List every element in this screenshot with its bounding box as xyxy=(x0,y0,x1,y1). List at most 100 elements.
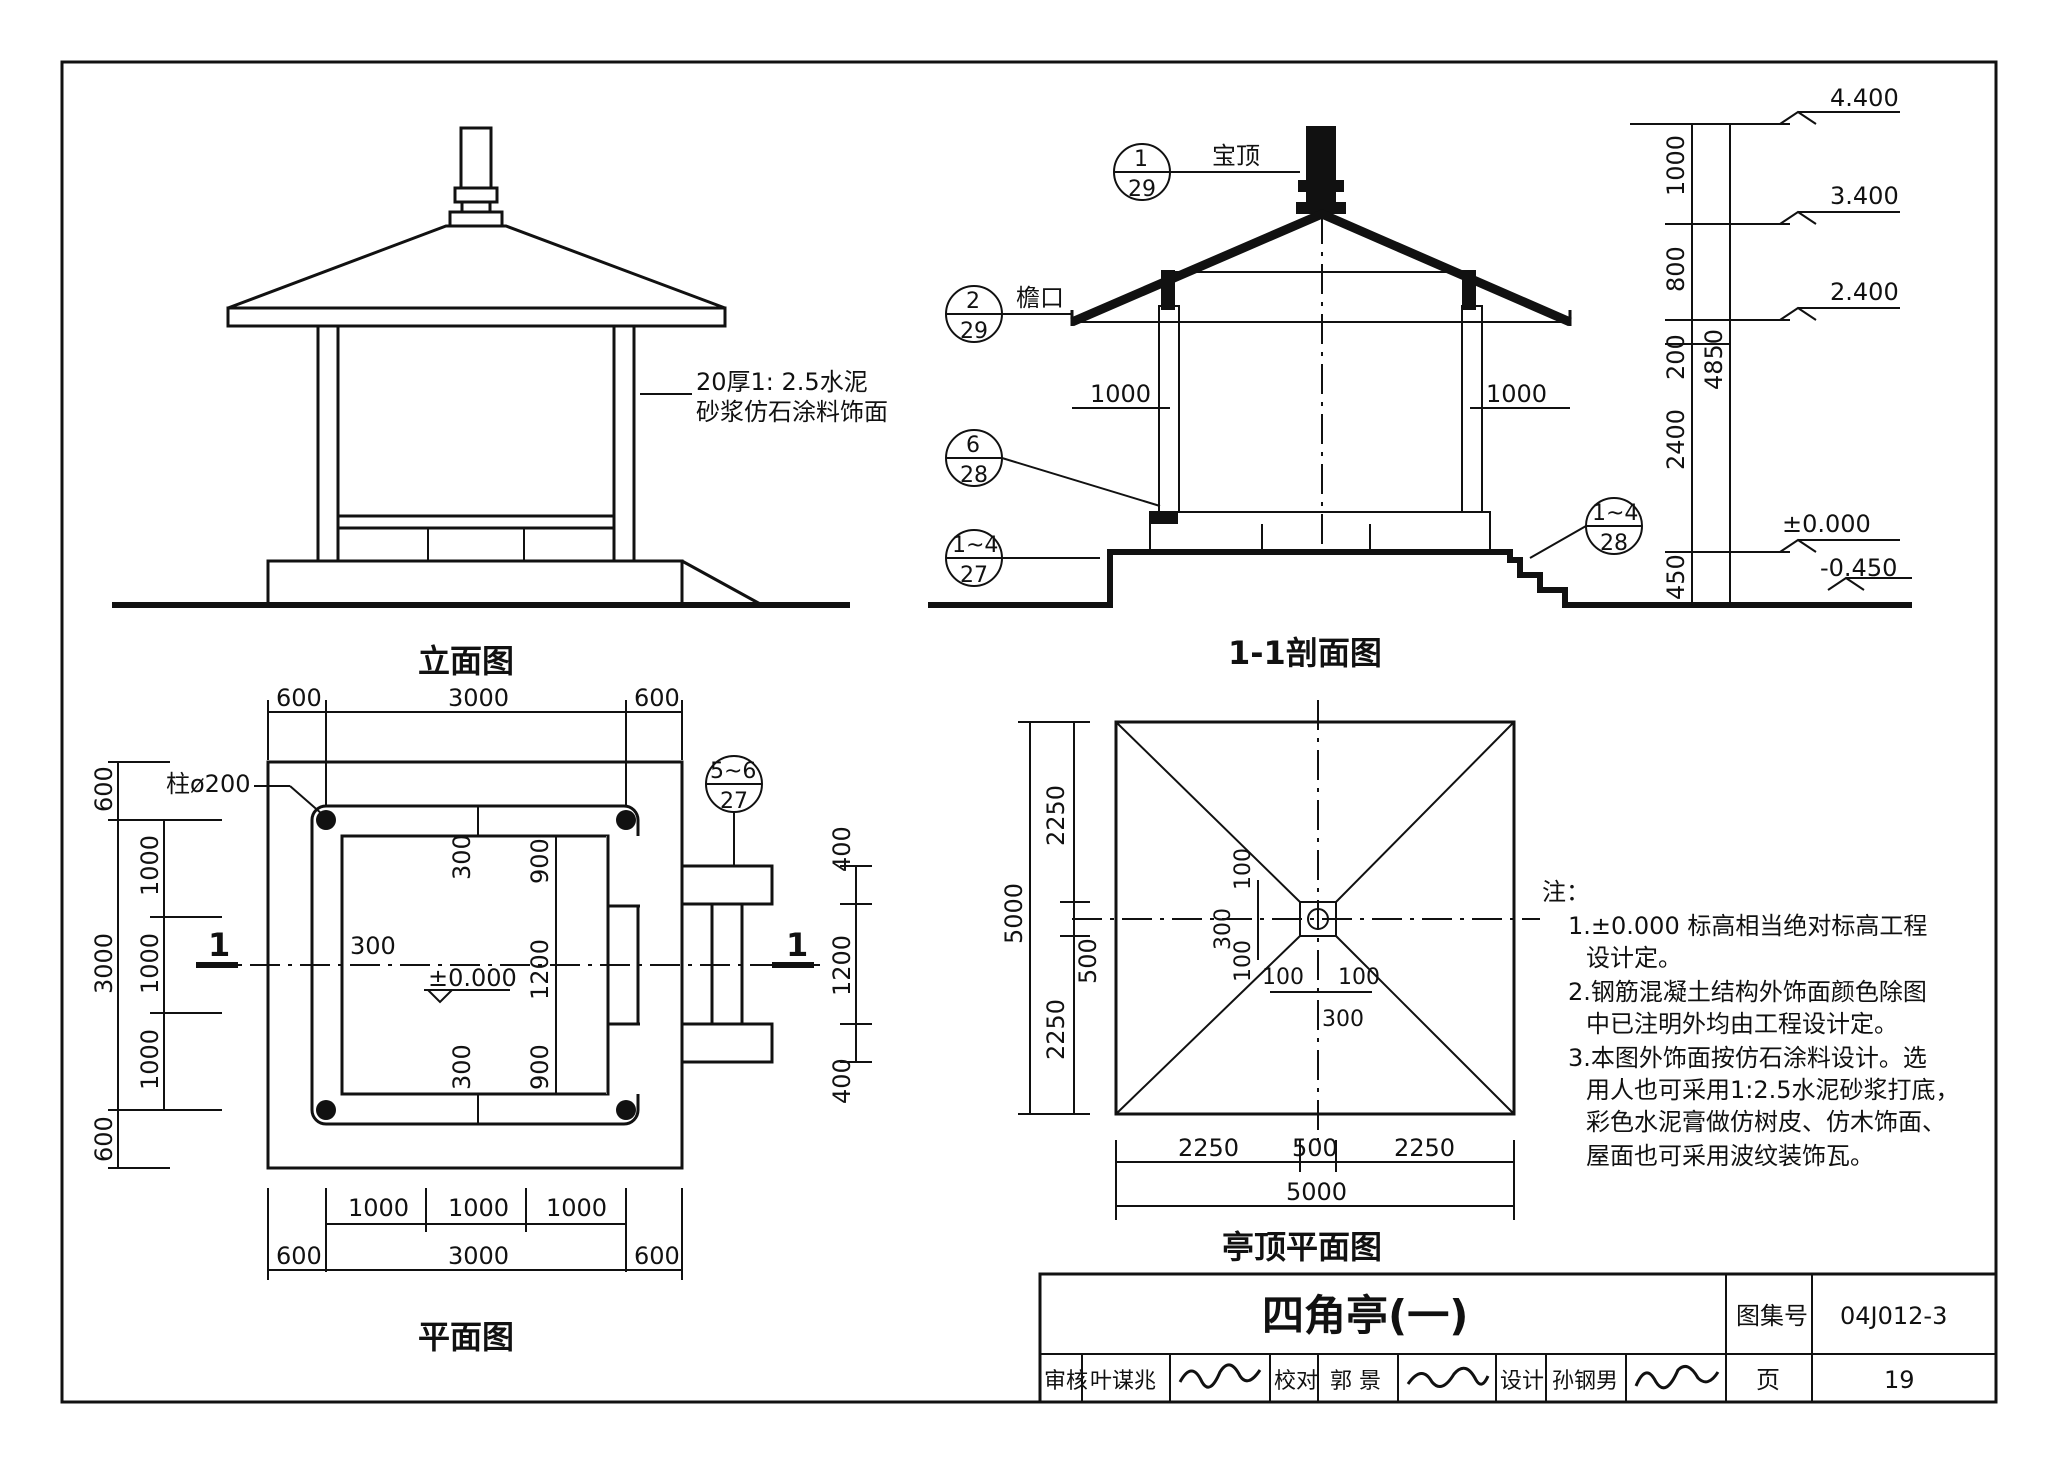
vdim-200: 200 xyxy=(1662,334,1690,380)
plan-left-inner-2: 1000 xyxy=(136,933,164,994)
reviewer-name: 叶谋兆 xyxy=(1090,1369,1156,1394)
plan-inner-bench-bottom: 300 xyxy=(448,1044,476,1090)
atlas-number: 04J012-3 xyxy=(1840,1302,1947,1330)
svg-text:29: 29 xyxy=(960,319,988,344)
roof-center-dim-2: 300 xyxy=(1211,908,1236,950)
checker-name: 郭 景 xyxy=(1330,1369,1381,1394)
svg-text:-0.450: -0.450 xyxy=(1820,554,1897,582)
roof-left-dim-3: 2250 xyxy=(1042,999,1070,1060)
plan-inner-left: 300 xyxy=(350,932,396,960)
notes-heading: 注： xyxy=(1542,878,1590,906)
plan-left-dim-2: 3000 xyxy=(90,933,118,994)
checker-signature xyxy=(1406,1366,1490,1388)
ref-eave-label: 檐口 xyxy=(1016,284,1064,312)
page-number: 19 xyxy=(1884,1366,1915,1394)
level-marker-3: 2.400 xyxy=(1779,278,1900,321)
design-label: 设计 xyxy=(1500,1369,1544,1394)
vdim-800: 800 xyxy=(1662,246,1690,292)
section-view: 1000 1000 1 29 宝顶 2 29 檐口 6 28 xyxy=(928,84,1912,672)
roof-bot-dim-3: 2250 xyxy=(1394,1134,1455,1162)
page-label: 页 xyxy=(1756,1366,1780,1394)
review-label: 审核 xyxy=(1044,1369,1088,1394)
svg-text:27: 27 xyxy=(720,789,748,814)
reviewer-signature xyxy=(1178,1363,1262,1389)
plan-left-dim-3: 600 xyxy=(90,1116,118,1162)
notes-line-6: 用人也可采用1:2.5水泥砂浆打底， xyxy=(1586,1076,1960,1104)
plan-bot-dim-3: 600 xyxy=(634,1242,680,1270)
column-note: 柱ø200 xyxy=(166,770,251,798)
section-mark-right: 1 xyxy=(786,926,808,964)
svg-text:±0.000: ±0.000 xyxy=(1782,510,1871,538)
svg-text:4.400: 4.400 xyxy=(1830,84,1899,112)
roof-left-dim-1: 2250 xyxy=(1042,785,1070,846)
notes-block: 注： 1.±0.000 标高相当绝对标高工程 设计定。 2.钢筋混凝土结构外饰面… xyxy=(1542,878,1960,1170)
roof-center-dim-4: 100 xyxy=(1262,965,1304,990)
plan-left-inner-1: 1000 xyxy=(136,835,164,896)
svg-text:1~4: 1~4 xyxy=(1592,501,1638,526)
svg-text:5~6: 5~6 xyxy=(710,759,756,784)
elevation-finish-note-1: 20厚1: 2.5水泥 xyxy=(696,368,868,396)
notes-line-7: 彩色水泥膏做仿树皮、仿木饰面、 xyxy=(1586,1108,1946,1136)
level-marker-2: 3.400 xyxy=(1779,182,1900,225)
designer-name: 孙钢男 xyxy=(1552,1369,1618,1394)
level-marker-4: ±0.000 xyxy=(1779,510,1900,553)
roof-bot-dim-2: 500 xyxy=(1292,1134,1338,1162)
plan-inner-bench-top: 300 xyxy=(448,834,476,880)
vdim-450: 450 xyxy=(1662,554,1690,600)
section-title: 1-1剖面图 xyxy=(1228,634,1382,672)
svg-text:1~4: 1~4 xyxy=(952,533,998,558)
designer-signature xyxy=(1634,1364,1720,1390)
drawing-title: 四角亭(一) xyxy=(1262,1291,1468,1340)
svg-text:28: 28 xyxy=(960,463,988,488)
plan-inner-mid: 1200 xyxy=(526,939,554,1000)
plan-bot-dim-2: 3000 xyxy=(448,1242,509,1270)
roof-center-dim-3: 100 xyxy=(1231,940,1256,982)
plan-column xyxy=(616,810,636,830)
plan-top-dim-1: 600 xyxy=(276,684,322,712)
roof-left-total: 5000 xyxy=(1000,883,1028,944)
notes-line-3: 2.钢筋混凝土结构外饰面颜色除图 xyxy=(1568,978,1927,1006)
section-dim-left: 1000 xyxy=(1090,380,1151,408)
plan-column xyxy=(616,1100,636,1120)
svg-text:2: 2 xyxy=(966,289,980,314)
notes-line-5: 3.本图外饰面按仿石涂料设计。选 xyxy=(1568,1044,1927,1072)
notes-line-1: 1.±0.000 标高相当绝对标高工程 xyxy=(1568,912,1927,940)
sheet-border xyxy=(60,60,1998,1404)
plan-right-dim-2: 1200 xyxy=(828,935,856,996)
plan-left-dim-1: 600 xyxy=(90,766,118,812)
plan-right-dim-3: 400 xyxy=(828,1058,856,1104)
atlas-label: 图集号 xyxy=(1736,1302,1808,1330)
roof-center-dim-1: 100 xyxy=(1231,848,1256,890)
section-mark-left: 1 xyxy=(208,926,230,964)
plan-bot-dim-1: 600 xyxy=(276,1242,322,1270)
svg-text:6: 6 xyxy=(966,433,980,458)
roof-center-dim-6: 300 xyxy=(1322,1007,1364,1032)
level-marker-1: 4.400 xyxy=(1779,84,1900,125)
roof-bot-dim-1: 2250 xyxy=(1178,1134,1239,1162)
level-marker-5: -0.450 xyxy=(1820,554,1912,591)
section-dim-right: 1000 xyxy=(1486,380,1547,408)
roof-center-dim-5: 100 xyxy=(1338,965,1380,990)
ref-circle-column: 6 28 xyxy=(945,429,1161,507)
svg-text:3.400: 3.400 xyxy=(1830,182,1899,210)
roof-bot-total: 5000 xyxy=(1286,1178,1347,1206)
vdim-1000: 1000 xyxy=(1662,135,1690,196)
elevation-finish-note-2: 砂浆仿石涂料饰面 xyxy=(696,398,888,426)
elevation-view: 20厚1: 2.5水泥 砂浆仿石涂料饰面 立面图 xyxy=(112,126,888,680)
plan-title: 平面图 xyxy=(418,1318,514,1356)
svg-text:1: 1 xyxy=(1134,147,1148,172)
ref-circle-base-left: 1~4 27 xyxy=(945,529,1100,588)
plan-right-dim-1: 400 xyxy=(828,826,856,872)
plan-bot-inner-1: 1000 xyxy=(348,1194,409,1222)
check-label: 校对 xyxy=(1274,1369,1318,1394)
plan-column xyxy=(316,1100,336,1120)
plan-inner-gap-bottom: 900 xyxy=(526,1044,554,1090)
ref-top-label: 宝顶 xyxy=(1212,142,1260,170)
vdim-total: 4850 xyxy=(1700,329,1728,390)
plan-inner-gap-top: 900 xyxy=(526,838,554,884)
ref-circle-top: 1 29 宝顶 xyxy=(1113,142,1300,202)
svg-text:2.400: 2.400 xyxy=(1830,278,1899,306)
plan-left-inner-3: 1000 xyxy=(136,1029,164,1090)
plan-bot-inner-3: 1000 xyxy=(546,1194,607,1222)
notes-line-8: 屋面也可采用波纹装饰瓦。 xyxy=(1586,1142,1874,1170)
